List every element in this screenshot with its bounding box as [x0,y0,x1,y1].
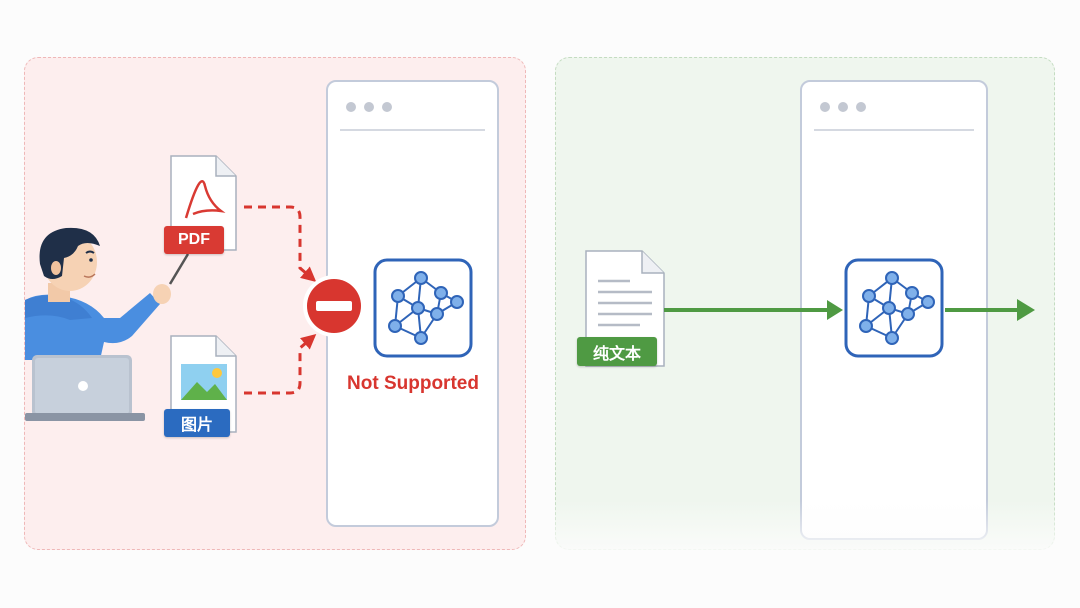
window-controls [346,102,392,112]
window-dot [364,102,374,112]
no-entry-icon [303,275,365,337]
person-icon [25,227,190,360]
window-dot [820,102,830,112]
network-graph-icon [844,258,944,358]
plain-text-label-badge: 纯文本 [577,337,657,366]
not-supported-label: Not Supported [347,373,479,394]
window-dot [382,102,392,112]
model-output-arrow [945,299,1035,321]
window-dot [346,102,356,112]
window-dot [838,102,848,112]
bottom-fade [540,500,1080,608]
image-file-icon [170,335,237,433]
image-label-badge: 图片 [164,409,230,437]
window-dot [856,102,866,112]
window-controls [820,102,866,112]
laptop-icon [25,355,145,421]
window-header-divider [814,129,974,131]
pdf-to-blocked-arrow [244,205,317,282]
pdf-label-badge: PDF [164,226,224,254]
image-to-blocked-arrow [244,334,317,395]
window-header-divider [340,129,485,131]
text-to-model-arrow [664,300,843,320]
network-graph-icon [373,258,473,358]
